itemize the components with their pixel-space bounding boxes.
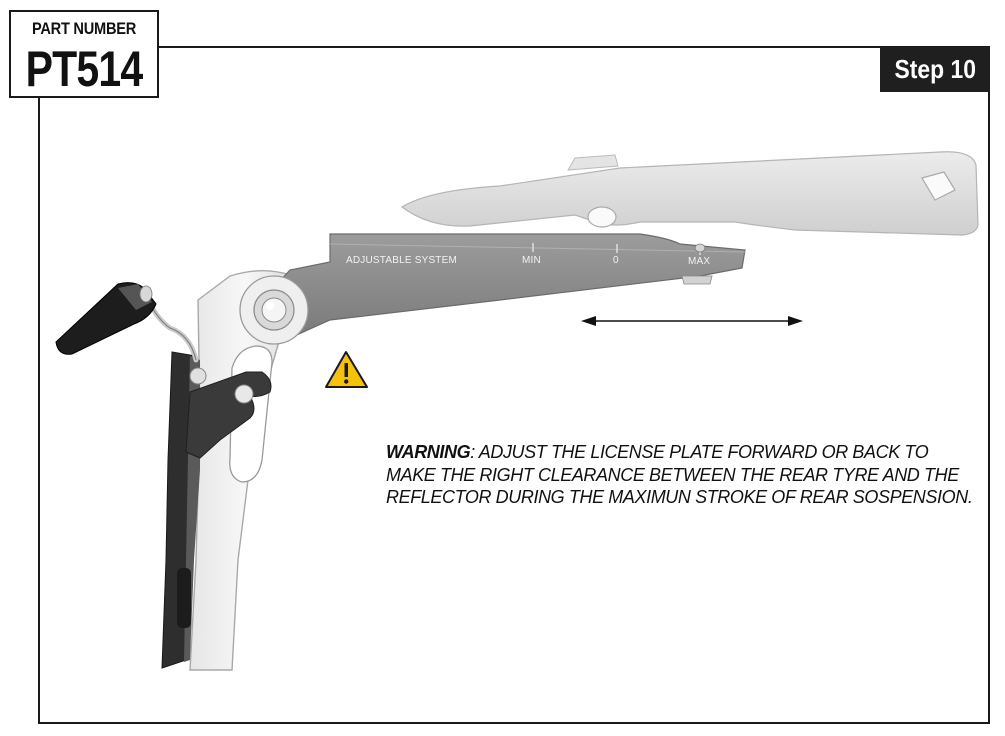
upper-bracket [400, 151, 979, 236]
adjustable-bracket [261, 233, 746, 339]
warning-heading: WARNING [386, 442, 471, 462]
part-number-label: PART NUMBER [31, 19, 137, 38]
part-number-value: PT514 [25, 41, 144, 97]
reflector [55, 282, 199, 363]
clamp-bracket [185, 367, 272, 459]
pivot-bolt [239, 275, 309, 345]
warning-triangle-icon [325, 351, 368, 388]
part-number-box: PART NUMBER PT514 [9, 10, 159, 98]
warning-body: : ADJUST THE LICENSE PLATE FORWARD OR BA… [386, 442, 973, 507]
scale-min-label: MIN [522, 255, 541, 266]
step-label: Step 10 [894, 54, 976, 84]
adjustable-system-label: ADJUSTABLE SYSTEM [346, 255, 458, 266]
step-badge: Step 10 [880, 47, 990, 92]
scale-zero-label: 0 [613, 255, 619, 266]
scale-max-label: MAX [688, 256, 711, 267]
double-arrow-icon [581, 316, 803, 326]
instruction-frame [38, 46, 990, 724]
warning-note: WARNING: ADJUST THE LICENSE PLATE FORWAR… [386, 441, 976, 509]
